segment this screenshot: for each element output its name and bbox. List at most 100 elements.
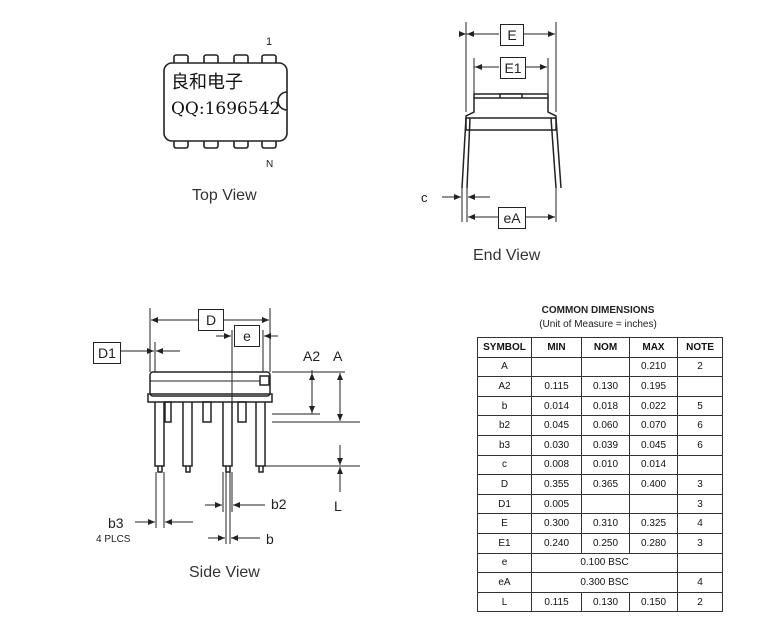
cell-symbol: b3	[477, 434, 532, 456]
end-view-package	[461, 22, 562, 222]
cell-nom: 0.130	[581, 376, 630, 397]
dim-L-label: L	[334, 498, 342, 514]
dim-A-label: A	[333, 348, 343, 364]
cell-max: 0.045	[629, 434, 678, 456]
cell-symbol: e	[477, 552, 532, 574]
cell-min: 0.115	[531, 591, 582, 613]
cell-nom: 0.130	[581, 591, 630, 613]
top-view-package	[163, 54, 288, 149]
cell-nom: 0.310	[581, 513, 630, 534]
cell-note: 6	[677, 434, 723, 456]
cell-min: 0.115	[531, 376, 582, 397]
cell-symbol: A2	[477, 376, 532, 397]
table-header-row: SYMBOL MIN NOM MAX NOTE	[477, 337, 723, 358]
pin-n-label: N	[266, 159, 274, 170]
dim-E-label: E	[500, 24, 524, 46]
header-symbol: SYMBOL	[477, 337, 532, 358]
cell-symbol: b2	[477, 415, 532, 436]
cell-min: 0.005	[531, 493, 582, 515]
cell-symbol: D1	[477, 493, 532, 515]
cell-note: 4	[677, 572, 723, 593]
dim-D-label: D	[198, 309, 224, 331]
cell-min: 0.045	[531, 415, 582, 436]
cell-nom: 0.060	[581, 415, 630, 436]
dim-b2-label: b2	[271, 496, 287, 512]
cell-max: 0.014	[629, 454, 678, 476]
cell-note	[677, 376, 723, 397]
cell-symbol: b	[477, 395, 532, 417]
header-min: MIN	[531, 337, 582, 358]
cell-note: 5	[677, 395, 723, 417]
dim-e-label: e	[234, 325, 260, 347]
dim-A2-label: A2	[303, 348, 321, 364]
cell-note: 4	[677, 513, 723, 534]
cell-min: 0.030	[531, 434, 582, 456]
cell-symbol: c	[477, 454, 532, 476]
cell-max: 0.210	[629, 356, 678, 378]
cell-max: 0.280	[629, 532, 678, 554]
cell-bsc-span: 0.300 BSC	[531, 572, 678, 593]
cell-note: 3	[677, 493, 723, 515]
side-view-dimension-lines	[120, 308, 360, 544]
cell-symbol: eA	[477, 572, 532, 593]
cell-note: 6	[677, 415, 723, 436]
cell-note	[677, 454, 723, 476]
side-view-package	[147, 371, 273, 473]
cell-min: 0.008	[531, 454, 582, 476]
cell-symbol: L	[477, 591, 532, 613]
cell-nom: 0.039	[581, 434, 630, 456]
cell-min: 0.355	[531, 474, 582, 495]
cell-note: 2	[677, 591, 723, 613]
table-subtitle: (Unit of Measure = inches)	[539, 319, 657, 330]
cell-max	[629, 493, 678, 515]
table-title: COMMON DIMENSIONS	[541, 305, 655, 316]
pin-1-label: 1	[266, 36, 273, 48]
cell-min: 0.014	[531, 395, 582, 417]
dim-c-label: c	[421, 190, 428, 205]
cell-max: 0.400	[629, 474, 678, 495]
cell-nom	[581, 493, 630, 515]
side-view-title: Side View	[189, 564, 260, 581]
cell-max: 0.022	[629, 395, 678, 417]
header-nom: NOM	[581, 337, 630, 358]
cell-note	[677, 552, 723, 574]
cell-note: 3	[677, 532, 723, 554]
dim-D1-label: D1	[93, 342, 121, 364]
dim-b3-label: b3	[108, 515, 124, 531]
cell-max: 0.195	[629, 376, 678, 397]
cell-symbol: D	[477, 474, 532, 495]
cell-min: 0.300	[531, 513, 582, 534]
chip-marking-line2: QQ:1696542	[171, 99, 281, 119]
cell-min	[531, 356, 582, 378]
dim-b-label: b	[266, 531, 274, 547]
top-view-title: Top View	[192, 187, 257, 204]
header-max: MAX	[629, 337, 678, 358]
dim-E1-label: E1	[500, 57, 526, 79]
cell-note: 3	[677, 474, 723, 495]
cell-nom: 0.250	[581, 532, 630, 554]
dim-eA-label: eA	[498, 207, 526, 229]
header-note: NOTE	[677, 337, 723, 358]
cell-bsc-span: 0.100 BSC	[531, 552, 678, 574]
cell-symbol: A	[477, 356, 532, 378]
cell-symbol: E	[477, 513, 532, 534]
dim-b3-note: 4 PLCS	[96, 534, 131, 545]
cell-symbol: E1	[477, 532, 532, 554]
end-view-title: End View	[473, 247, 541, 264]
cell-nom: 0.010	[581, 454, 630, 476]
cell-min: 0.240	[531, 532, 582, 554]
